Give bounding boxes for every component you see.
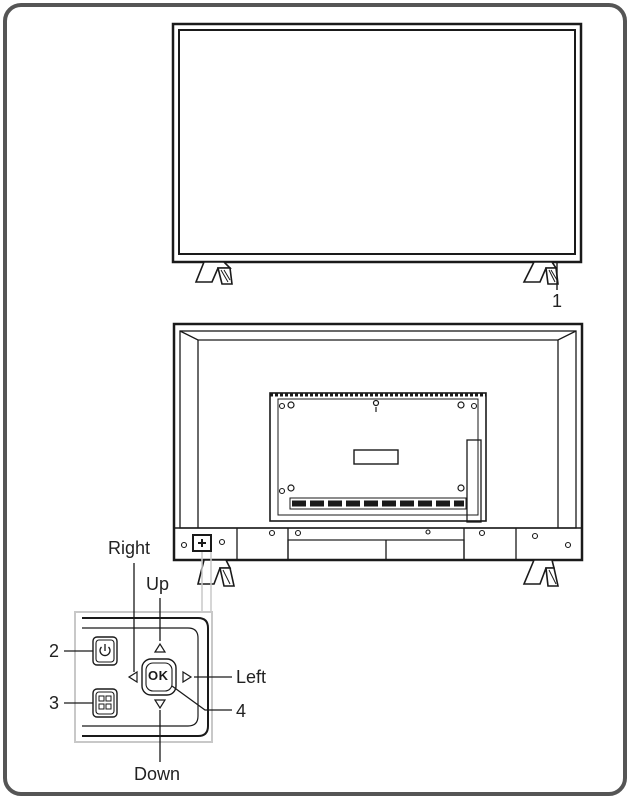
front-stand-left [194, 261, 233, 285]
label-right: Right [108, 538, 151, 558]
label-left: Left [236, 667, 267, 687]
ok-label: OK [148, 668, 169, 683]
callout-4-label: 4 [236, 701, 247, 721]
back-control-button [192, 534, 212, 552]
ok-button[interactable] [141, 658, 177, 696]
arrow-left-icon[interactable] [127, 670, 138, 684]
keypad-zoom [74, 611, 213, 743]
zoom-connector [201, 552, 212, 612]
power-button[interactable] [92, 636, 118, 666]
arrow-up-icon[interactable] [153, 642, 167, 653]
arrow-right-icon[interactable] [182, 670, 193, 684]
menu-button[interactable] [92, 688, 118, 718]
back-stand-left [196, 559, 235, 587]
tv-back [172, 322, 584, 587]
menu-grid-icon [98, 695, 112, 710]
leader-lines [64, 563, 232, 762]
callout-1-label: 1 [552, 291, 563, 311]
label-up: Up [146, 574, 170, 594]
tv-front [171, 22, 583, 290]
callout-3-label: 3 [49, 693, 60, 713]
outer-border [3, 3, 627, 796]
back-stand-right [522, 559, 559, 587]
label-down: Down [134, 764, 181, 784]
arrow-down-icon[interactable] [153, 699, 167, 710]
front-stand-right [522, 261, 559, 285]
power-icon [99, 644, 111, 657]
callout-2-label: 2 [49, 641, 60, 661]
vesa-plate [269, 392, 487, 523]
